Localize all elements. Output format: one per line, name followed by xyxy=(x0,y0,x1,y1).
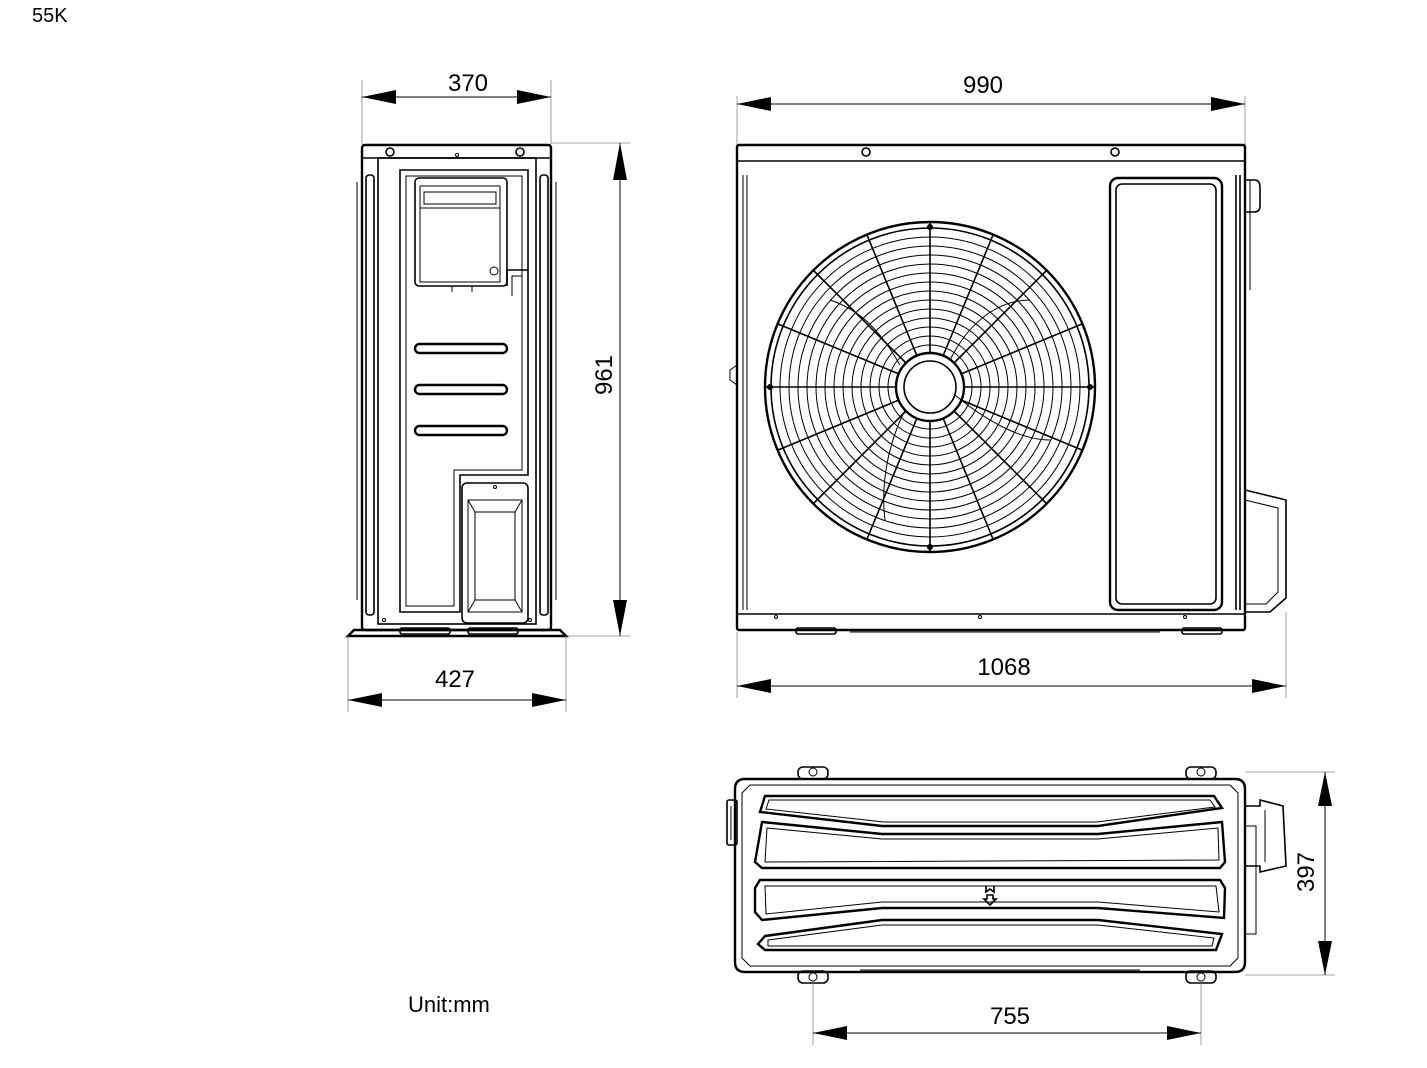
top-view: 397 755 xyxy=(726,766,1335,1045)
fan-guard-icon xyxy=(763,220,1097,554)
dim-front-base-value: 1068 xyxy=(977,654,1030,681)
dimension-height: 961 xyxy=(551,142,630,637)
dimension-front-top: 990 xyxy=(736,72,1246,145)
dim-depth-value: 397 xyxy=(1293,852,1320,892)
dim-side-base-value: 427 xyxy=(435,666,475,693)
side-view: 370 961 xyxy=(345,70,630,712)
dim-foot-spacing-value: 755 xyxy=(990,1003,1030,1030)
arrow-down-icon xyxy=(982,886,998,907)
model-label: 55K xyxy=(32,5,68,27)
dim-height-value: 961 xyxy=(591,355,618,395)
dimension-side-top: 370 xyxy=(361,70,552,145)
dimension-depth: 397 xyxy=(1245,771,1335,976)
dim-front-top-value: 990 xyxy=(963,72,1003,99)
dim-side-top-value: 370 xyxy=(448,70,488,97)
dimension-front-base: 1068 xyxy=(736,612,1287,698)
front-view: 990 xyxy=(729,72,1287,698)
dimension-foot-spacing: 755 xyxy=(812,983,1202,1045)
dimension-side-base: 427 xyxy=(347,636,567,712)
unit-note: Unit:mm xyxy=(408,992,490,1017)
